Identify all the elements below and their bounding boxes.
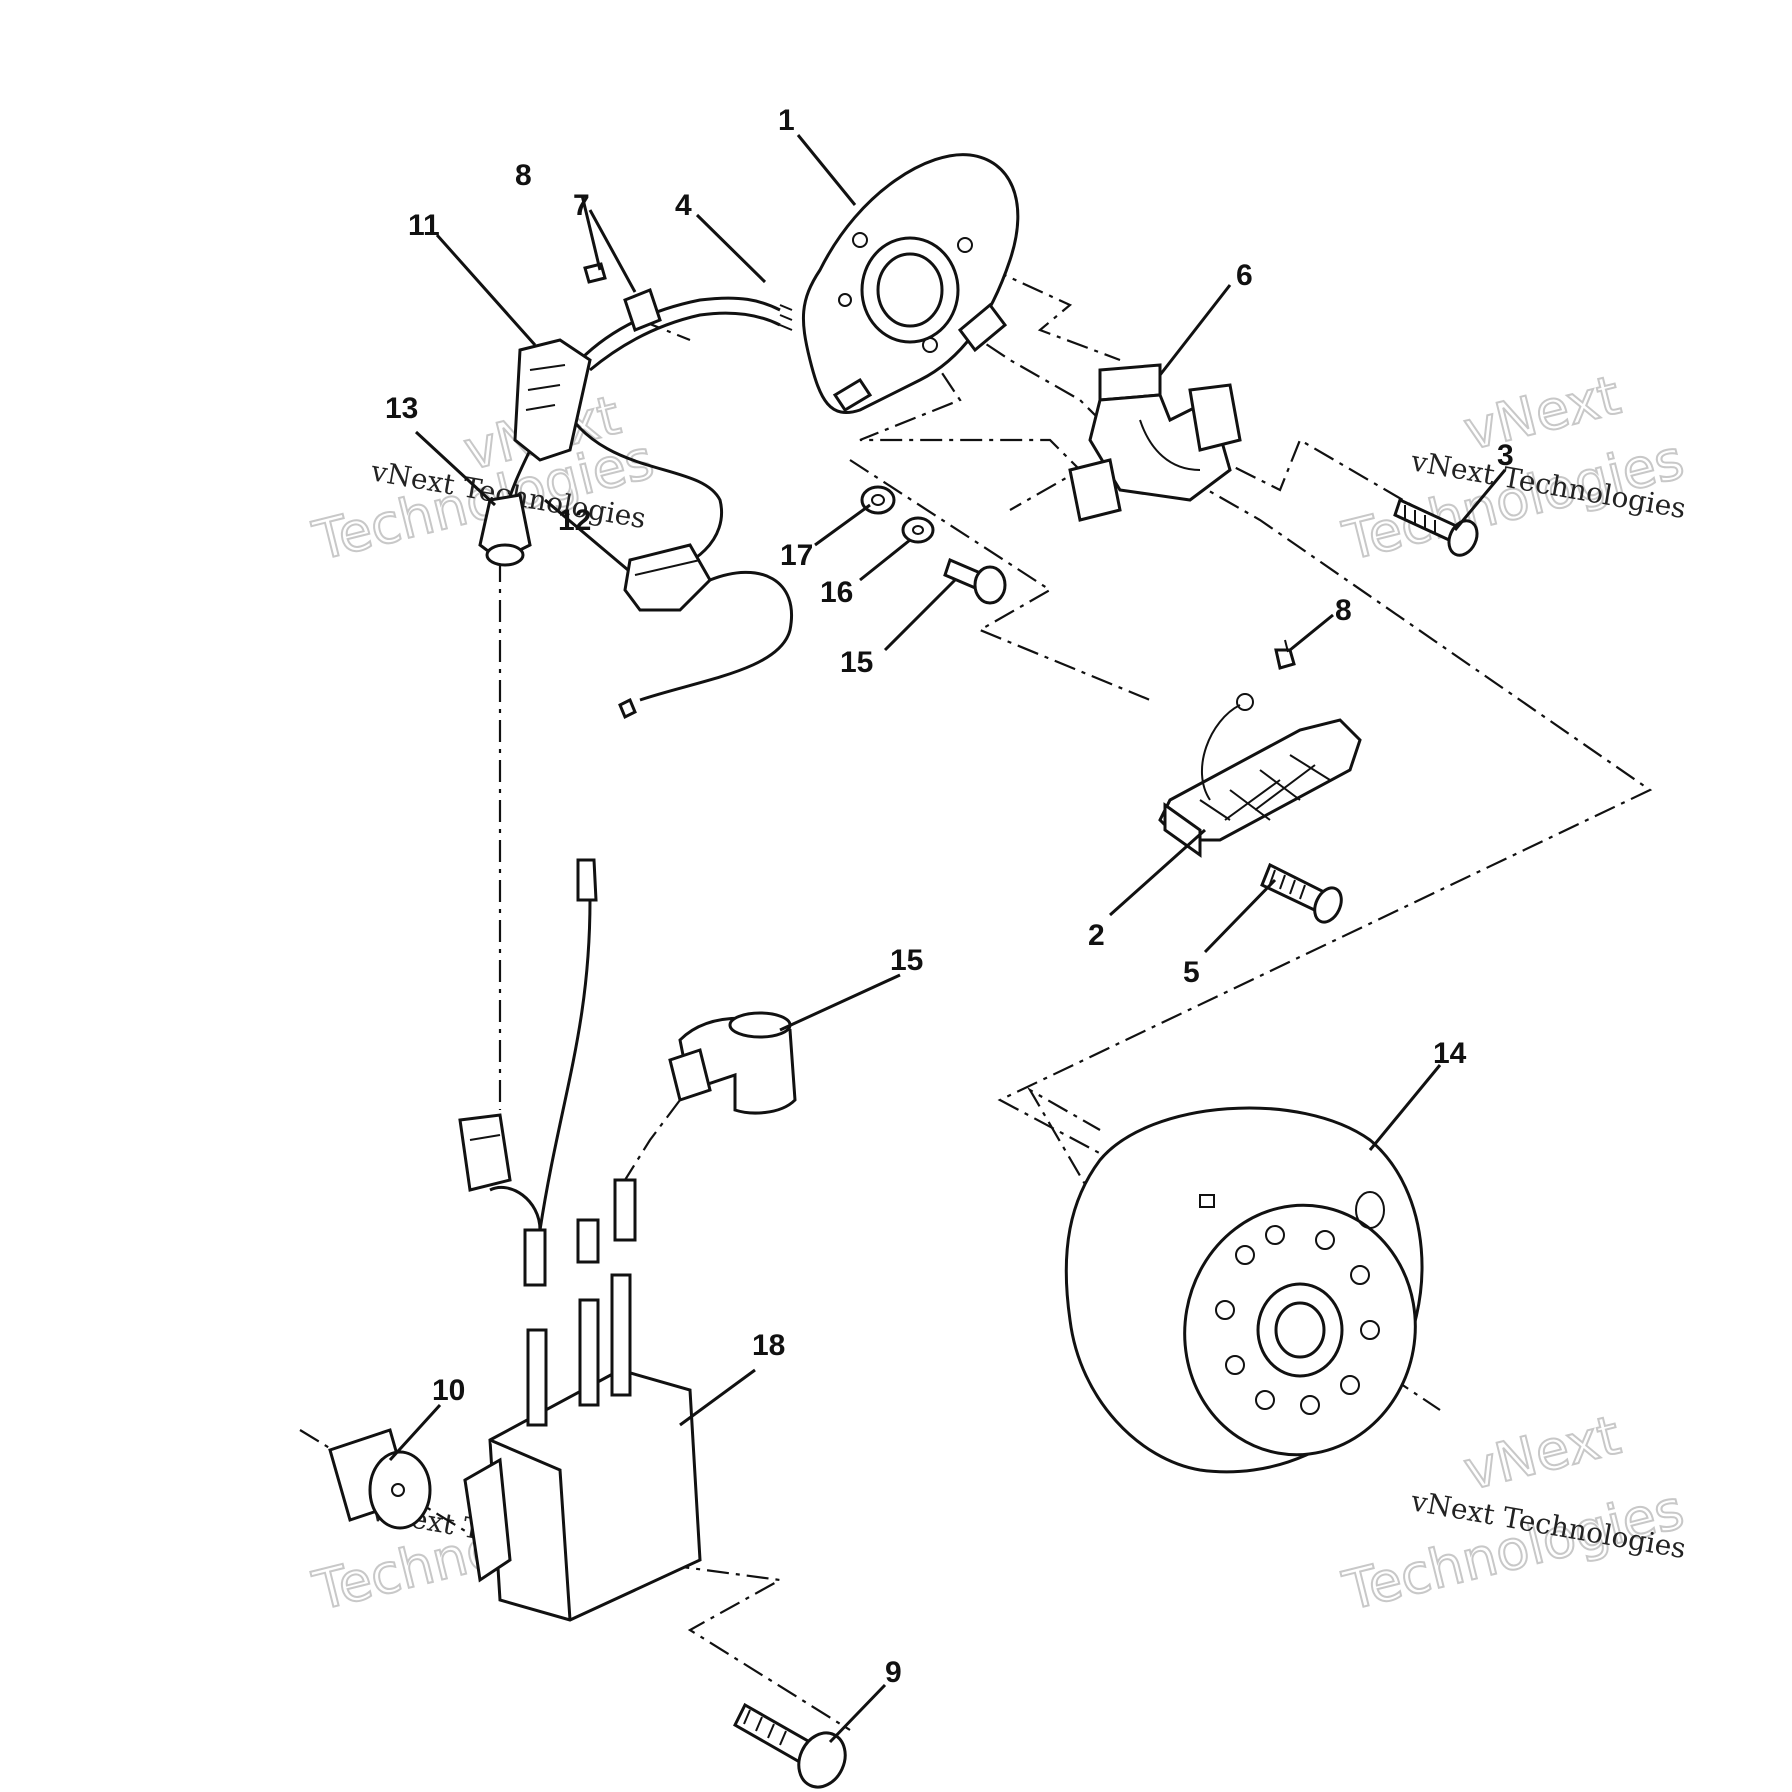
pickup-coil [1158, 693, 1362, 858]
connector-13 [478, 493, 532, 567]
label-part-18: 18 [752, 1329, 785, 1362]
screw-15 [943, 557, 1007, 605]
label-part-1: 1 [778, 104, 795, 137]
label-part-2: 2 [1088, 919, 1105, 952]
screw-8-top [583, 262, 607, 284]
coil-connector [458, 1113, 512, 1192]
ignition-coil [463, 858, 702, 1622]
svg-text:vNext: vNext [1458, 1403, 1626, 1502]
label-part-16: 16 [820, 576, 853, 609]
label-part-17: 17 [780, 539, 813, 572]
small-screw-8 [1274, 639, 1296, 670]
stator-plate [801, 153, 1020, 414]
flywheel [1064, 1106, 1424, 1474]
label-part-6: 6 [1236, 259, 1253, 292]
watermark-bottom-right: vNext Technologies vNext Technologies [1336, 1402, 1691, 1624]
connector-11 [513, 338, 592, 462]
label-part-11: 11 [408, 209, 440, 242]
label-part-15: 15 [840, 646, 873, 679]
part-labels: 1 2 3 4 5 6 7 8 8 9 10 11 12 13 14 15 16… [385, 104, 1514, 1689]
lockwasher-16 [901, 516, 935, 544]
clip-7 [623, 288, 662, 332]
spark-plug-cap [668, 1011, 797, 1115]
label-part-10: 10 [432, 1374, 465, 1407]
leader-lines [388, 134, 1507, 1744]
cap-10 [328, 1428, 432, 1530]
label-part-5: 5 [1183, 956, 1200, 989]
label-part-12: 12 [558, 504, 591, 537]
label-part-3: 3 [1497, 439, 1514, 472]
label-part-8-right: 8 [1335, 594, 1352, 627]
bolt-9 [733, 1702, 847, 1789]
connector-12 [623, 543, 712, 612]
label-part-9: 9 [885, 1656, 902, 1689]
label-part-4: 4 [675, 189, 692, 222]
label-part-8-top: 8 [515, 159, 532, 192]
label-part-7: 7 [573, 189, 590, 222]
label-part-14: 14 [1433, 1037, 1467, 1070]
label-part-15-cap: 15 [890, 944, 923, 977]
coil-bracket [1068, 363, 1242, 522]
label-part-13: 13 [385, 392, 418, 425]
screw-5 [1260, 862, 1343, 924]
